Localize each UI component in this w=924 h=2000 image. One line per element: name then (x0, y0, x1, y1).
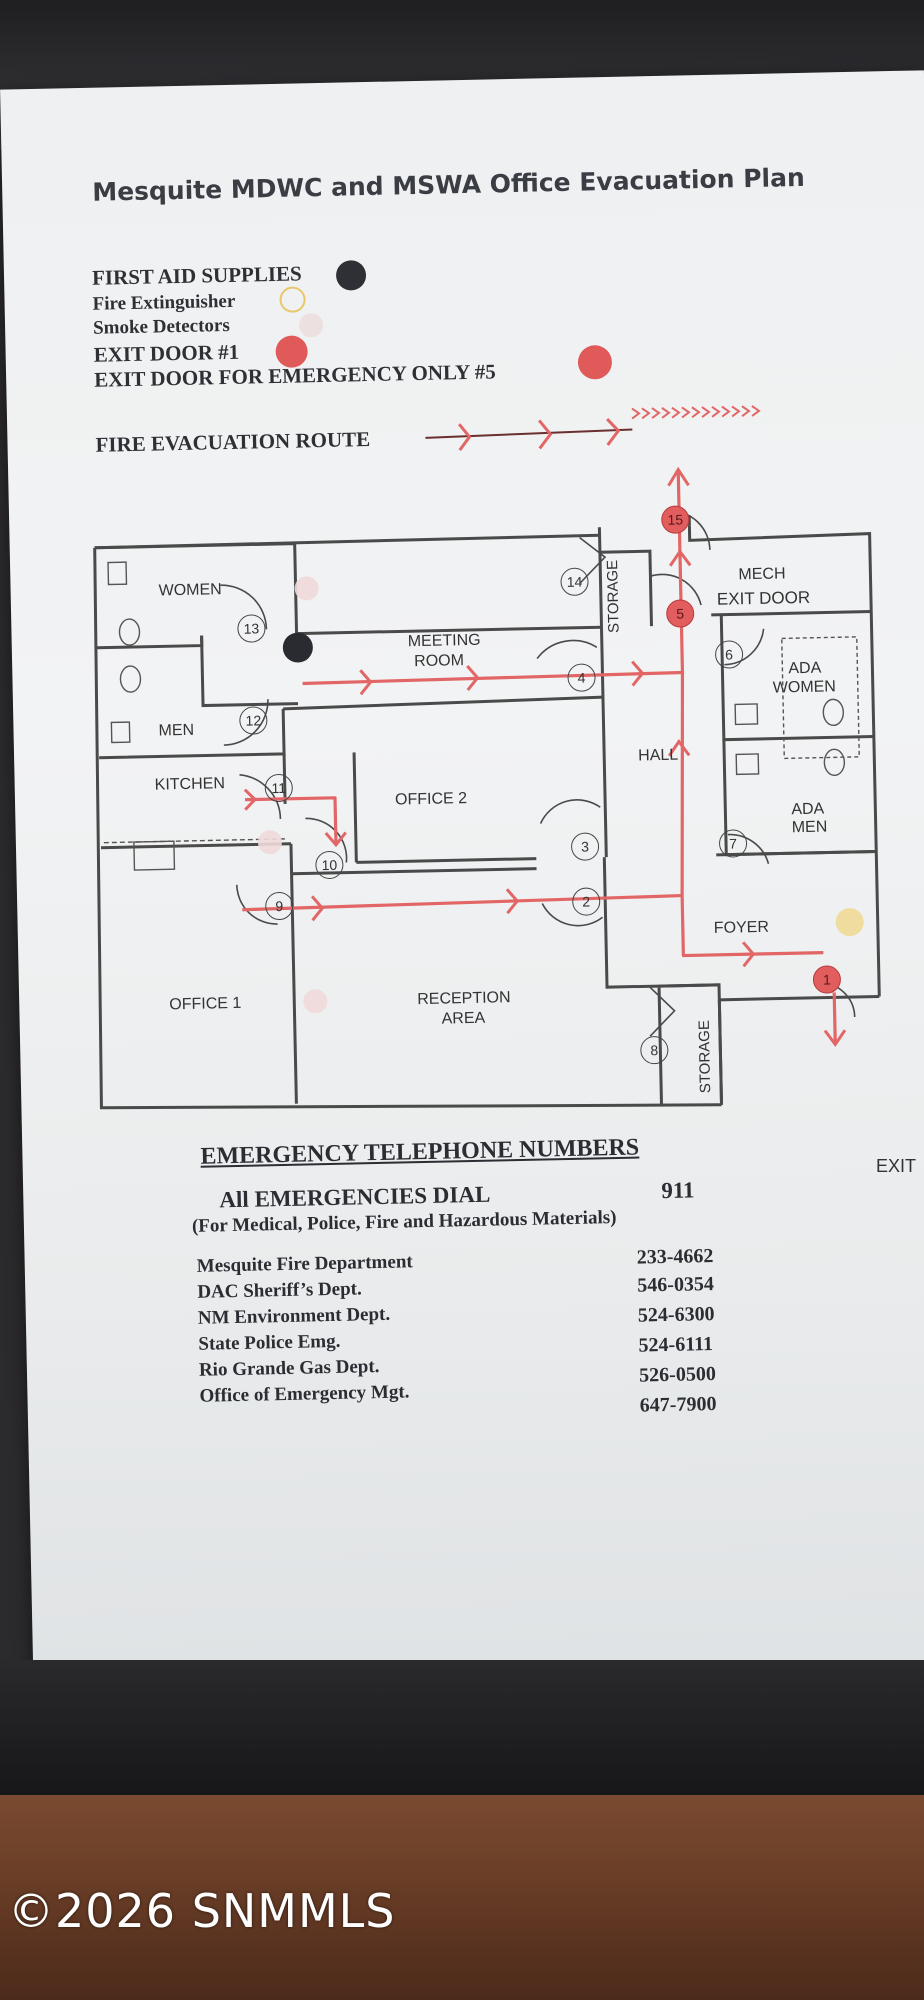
room-reception-line2: AREA (441, 1009, 486, 1028)
legend-exit-door-1: EXIT DOOR #1 (93, 339, 240, 367)
exit-outside-label: EXIT (876, 1156, 916, 1177)
contact-number: 647-7900 (639, 1392, 717, 1417)
contact-number: 546-0354 (637, 1272, 715, 1297)
contact-name: DAC Sheriff’s Dept. (197, 1278, 362, 1303)
evacuation-plan-sheet: Mesquite MDWC and MSWA Office Evacuation… (0, 70, 924, 1710)
frame-bottom-edge (0, 1660, 924, 1800)
legend-smoke-detectors: Smoke Detectors (92, 314, 230, 339)
all-emergencies-label: All EMERGENCIES DIAL (219, 1181, 491, 1213)
contact-number: 233-4662 (636, 1244, 714, 1269)
room-ada-men-line1: ADA (791, 800, 825, 819)
first-aid-icon (335, 260, 367, 291)
room-storage-top: STORAGE (604, 559, 623, 634)
exit-outside-text: EXIT (876, 1156, 917, 1176)
contact-name: NM Environment Dept. (197, 1303, 391, 1329)
room-men: MEN (158, 721, 195, 740)
wood-surface (0, 1795, 924, 2000)
room-reception-line1: RECEPTION (417, 989, 511, 1009)
emergency-exit-icon (577, 344, 613, 380)
copyright-watermark: ©2026 SNMMLS (8, 1884, 396, 1938)
room-kitchen: KITCHEN (154, 775, 226, 794)
contact-number: 524-6111 (638, 1333, 714, 1357)
contact-number: 526-0500 (638, 1362, 717, 1387)
all-emergencies-number: 911 (661, 1177, 695, 1204)
room-ada-women-line1: ADA (788, 659, 822, 678)
room-women: WOMEN (158, 581, 222, 600)
smoke-detector-icon (298, 312, 324, 338)
room-meeting-line1: MEETING (407, 631, 481, 651)
contact-number: 524-6300 (637, 1302, 715, 1327)
room-meeting-line2: ROOM (413, 652, 465, 671)
room-ada-men-line2: MEN (791, 818, 828, 837)
room-office-1: OFFICE 1 (169, 994, 242, 1014)
contact-name: Mesquite Fire Department (196, 1251, 413, 1277)
legend-extinguisher: Fire Extinguisher (92, 290, 236, 315)
room-mech: MECH (738, 565, 786, 584)
room-ada-women-line2: WOMEN (772, 678, 837, 697)
room-office-2: OFFICE 2 (394, 790, 468, 809)
contact-name: Rio Grande Gas Dept. (198, 1356, 380, 1381)
floor-plan (93, 466, 881, 1110)
contact-name: State Police Emg. (198, 1330, 341, 1355)
room-foyer: FOYER (713, 918, 770, 937)
room-storage-bottom: STORAGE (695, 1019, 715, 1094)
extinguisher-icon (279, 286, 306, 313)
plan-title: Mesquite MDWC and MSWA Office Evacuation… (91, 162, 806, 207)
route-legend-arrow (425, 405, 761, 452)
room-hall: HALL (638, 746, 679, 765)
legend-first-aid: FIRST AID SUPPLIES (91, 261, 302, 290)
contact-name: Office of Emergency Mgt. (199, 1381, 410, 1407)
label-exit-door: EXIT DOOR (716, 587, 811, 609)
